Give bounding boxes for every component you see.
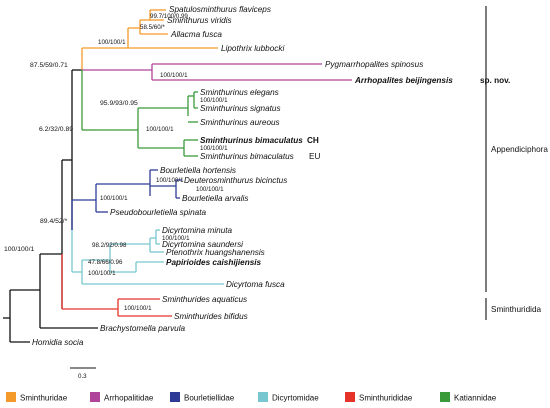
support-value: 58.5/60/* [140,24,165,31]
taxon-label: Deuterosminthurus bicinctus [184,176,287,185]
group-label-sminthuridida: Sminthuridida [491,305,542,314]
base-branches [3,69,98,343]
legend-label: Sminthuridae [20,394,68,403]
taxon-label: Sminthurides aquaticus [162,295,247,304]
legend-swatch [440,392,450,402]
taxon-label: Dicyrtomina minuta [162,226,233,235]
support-value: 100/100/1 [4,246,34,253]
support-value: 100/100/1 [124,305,152,312]
taxon-label: Dicyrtoma fusca [226,280,285,289]
taxon-label: Sminthurinus signatus [200,104,281,113]
taxon-label: Bourletiella arvalis [182,194,248,203]
support-value: 100/100/1 [88,270,116,277]
taxon-suffix: EU [309,152,320,161]
taxon-label: Sminthurus viridis [167,16,232,25]
support-value: 89.4/52/* [40,218,68,225]
taxon-label: Pseudobourletiella spinata [110,208,206,217]
legend-label: Dicyrtomidae [272,394,319,403]
legend-label: Arrhopalitidae [104,394,154,403]
scale-label: 0.3 [78,373,87,380]
support-value: 87.5/59/0.71 [30,62,68,69]
support-value: 99.7/100/0.99 [150,13,188,20]
taxon-label: Lipothrix lubbocki [221,44,284,53]
support-value: 100/100/1 [146,126,174,133]
taxon-label: Sminthurinus bimaculatus [200,152,294,161]
taxon-label: Allacma fusca [170,30,222,39]
sminthuridae-clade [81,9,218,70]
legend-label: Katiannidae [454,394,497,403]
katiannidae-clade [81,70,198,157]
support-value: 6.2/32/0.89 [39,126,73,133]
support-value: 100/100/1 [200,97,228,104]
taxon-suffix: sp. nov. [480,76,510,85]
legend-label: Bourletiellidae [184,394,235,403]
support-value: 47.8/66/0.96 [88,259,123,266]
legend-swatch [6,392,16,402]
support-value: 98.2/92/0.98 [92,242,127,249]
taxon-label-new-species: Arrhopalites beijingensis [354,76,453,85]
taxon-label: Sminthurinus elegans [200,88,279,97]
taxon-label-focus: Sminthurinus bimaculatus [200,136,303,145]
taxon-label: Pygmarrhopalites spinosus [325,60,423,69]
taxon-labels: Spatulosminthurus flaviceps Sminthurus v… [32,5,510,347]
arrhopalitidae-clade [82,63,352,81]
legend-swatch [258,392,268,402]
taxon-suffix: CH [307,136,319,145]
legend-label: Sminthurididae [359,394,413,403]
taxon-label: Ptenothrix huangshanensis [166,248,265,257]
support-value: 95.9/93/0.95 [100,100,138,107]
taxon-label: Dicyrtomina saundersi [162,240,243,249]
taxon-label: Sminthurides bifidus [174,312,248,321]
sminthurididae-clade [61,254,172,317]
family-legend: Sminthuridae Arrhopalitidae Bourletiellida… [6,392,497,403]
taxon-label: Sminthurinus aureous [200,118,280,127]
legend-swatch [90,392,100,402]
support-value: 100/100/1 [162,235,190,242]
taxon-label: Spatulosminthurus flaviceps [169,5,271,14]
taxon-label-focus: Papirioides caishijiensis [166,258,262,267]
taxon-label: Brachystomella parvula [100,324,186,333]
support-values: 99.7/100/0.99 58.5/60/* 100/100/1 87.5/5… [4,13,228,312]
support-value: 100/100/1 [100,195,128,202]
bourletiellidae-clade [71,169,182,230]
legend-swatch [170,392,180,402]
legend-swatch [345,392,355,402]
support-value: 100/100/1 [160,72,188,79]
dicyrtomidae-clade [71,229,224,285]
support-value: 100/100/1 [156,177,184,184]
taxon-label: Homidia socia [32,338,84,347]
support-value: 100/100/1 [98,39,126,46]
group-label-appendiciphora: Appendiciphora [491,145,548,154]
support-value: 100/100/1 [196,186,224,193]
scale-bar: 0.3 [70,367,96,380]
taxon-label: Bourletiella hortensis [160,166,236,175]
support-value: 100/100/1 [200,145,228,152]
